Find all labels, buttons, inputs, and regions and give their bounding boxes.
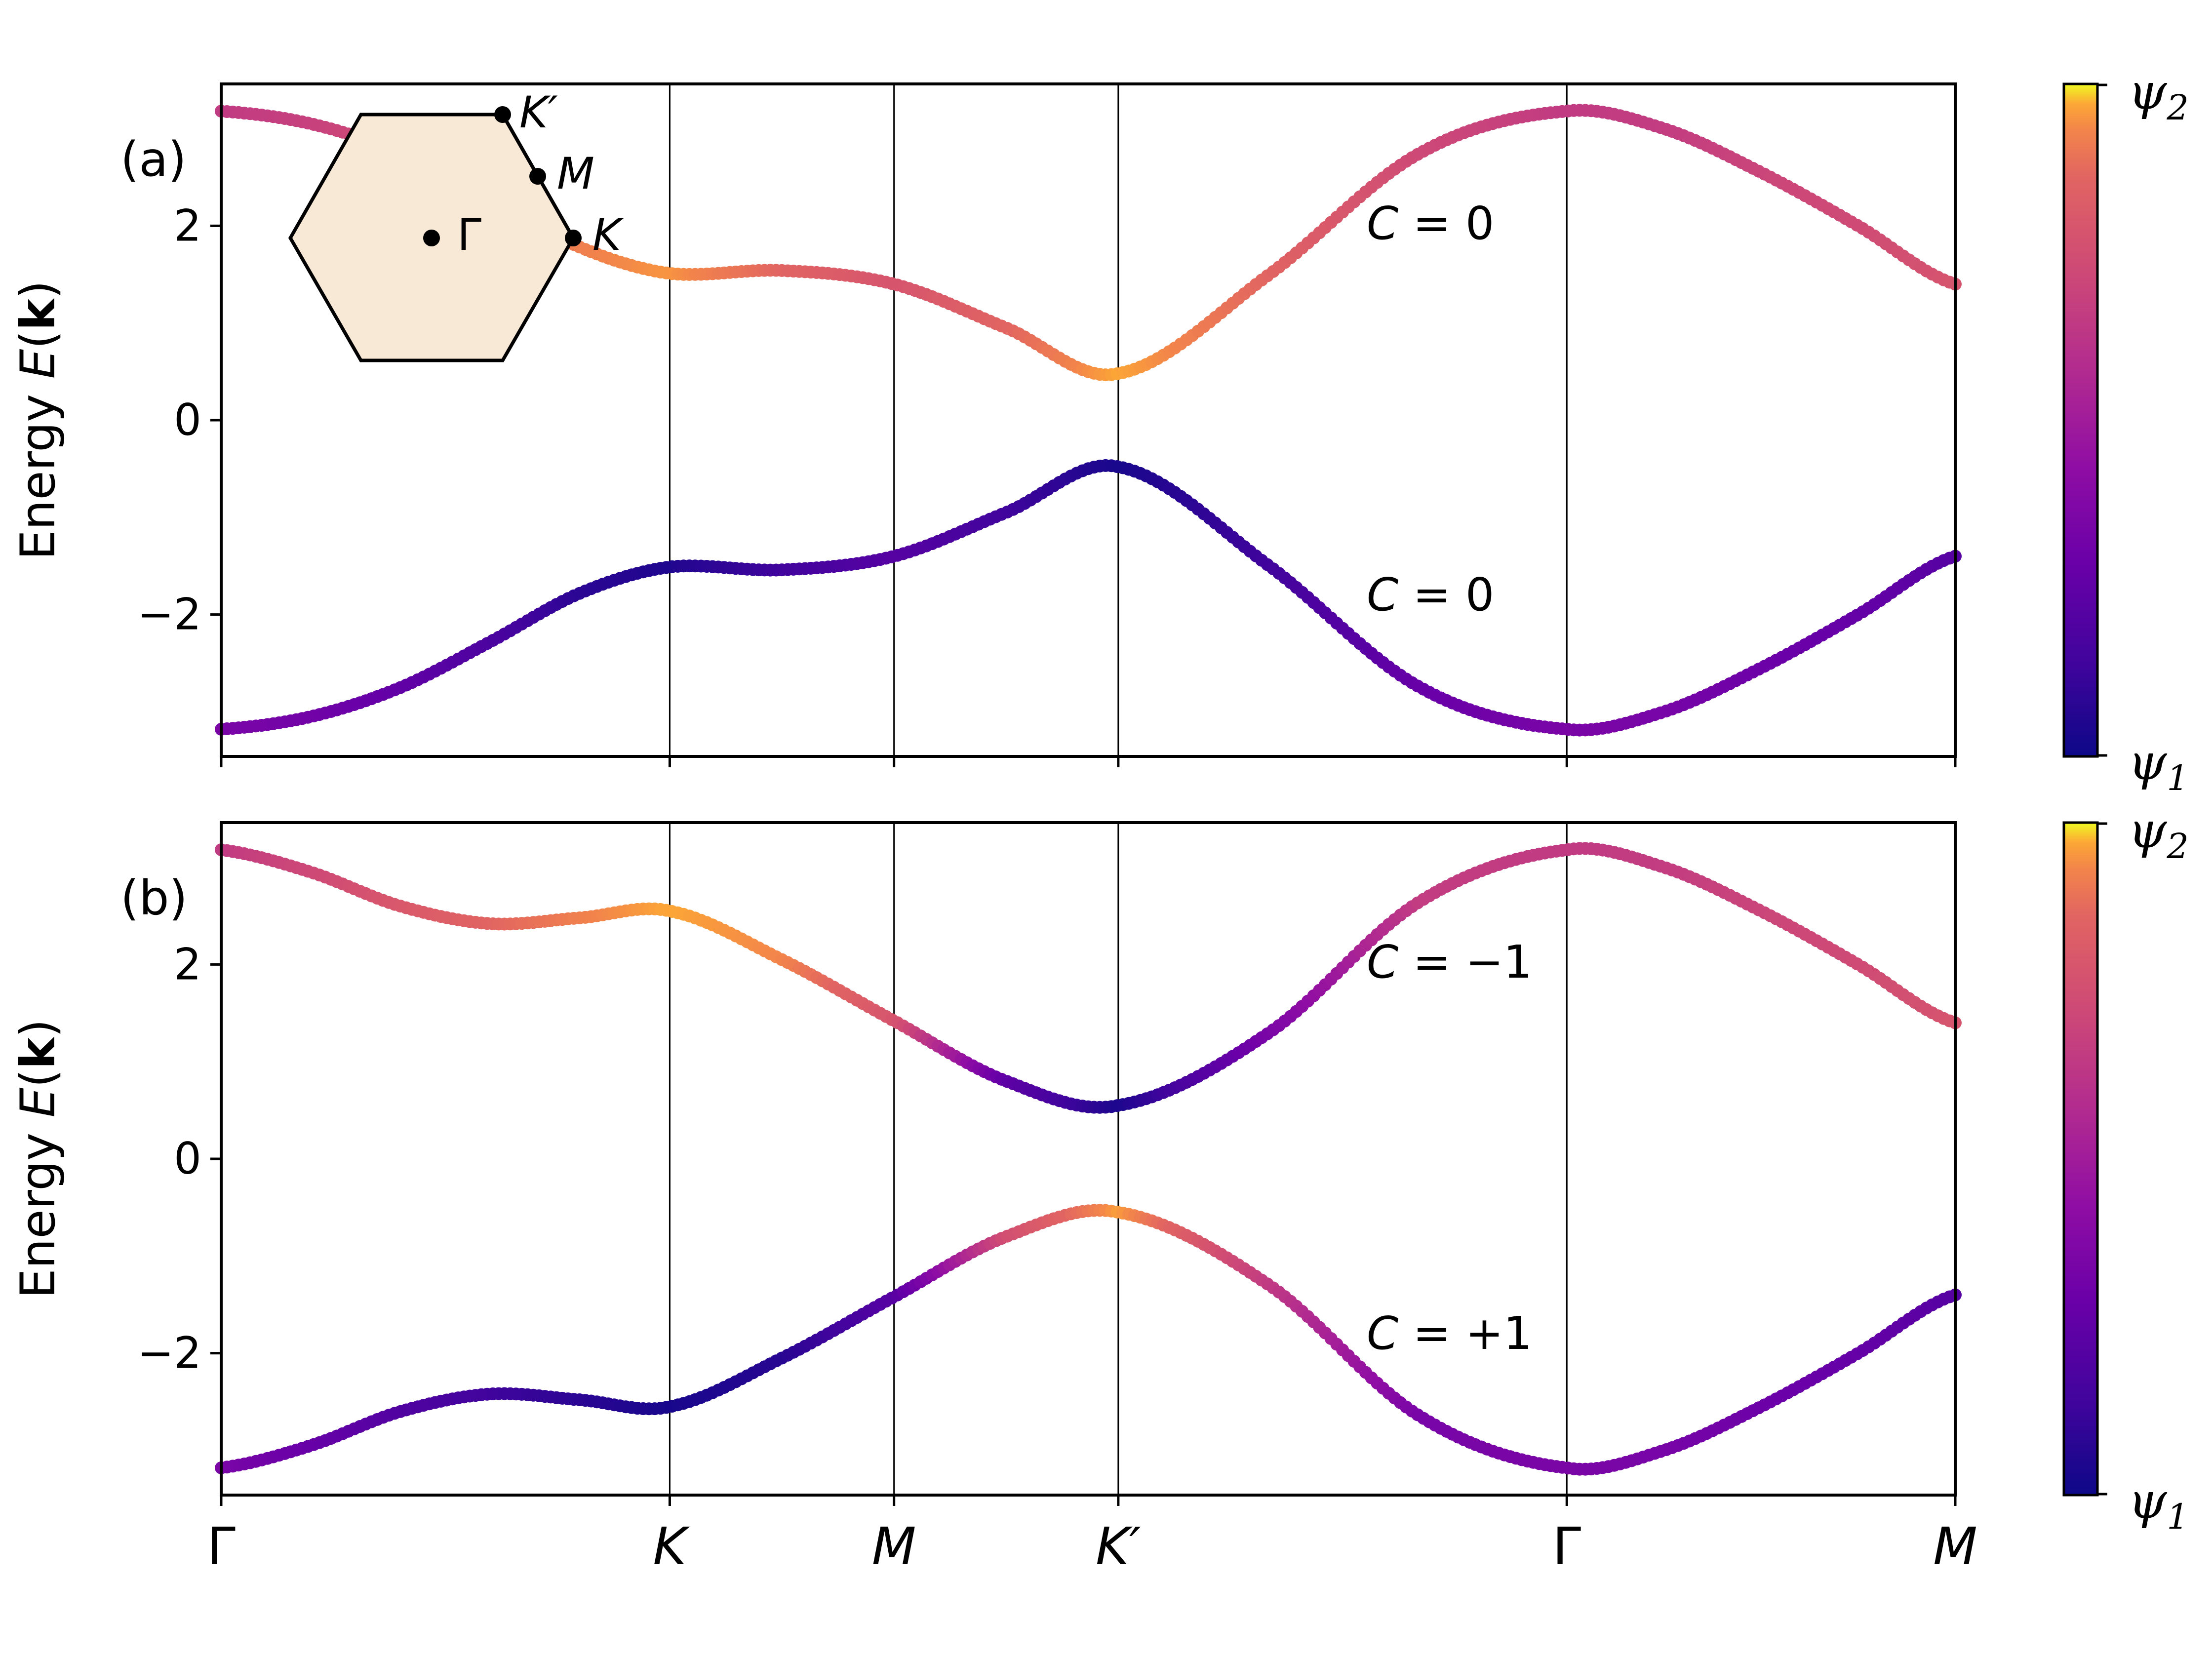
panel-b-chern-upper: C = −1 [1367,936,1532,988]
panel-b-xtick-label: M [872,1516,916,1577]
panel-b-x-ticks: Γ K M K′ Γ M [207,1495,1977,1577]
colorbar-a-gradient [2062,82,2099,758]
panel-b-chern-lower: C = +1 [1367,1307,1532,1360]
panel-a-y-ticks: −2 0 2 [137,200,1957,767]
panel-b-y-ticks: −2 0 2 [137,939,221,1379]
panel-b-ytick-label: 0 [174,1133,201,1184]
panel-b-ylabel-prefix: Energy [10,1117,66,1299]
panel-b-vertical-gridlines [669,823,1568,1495]
inset-point-kprime [494,106,511,123]
panel-a-ytick-label: 0 [174,395,201,445]
panel-b: −2 0 2 Γ K M K′ Γ M (b) C = −1 C = +1 Energy E(… [10,821,1977,1577]
colorbar-b: ψ2 ψ1 [2062,801,2189,1537]
inset-label-k: K [592,209,624,260]
panel-b-ytick-label: −2 [137,1328,201,1379]
inset-point-m [529,168,546,185]
colorbar-a-top-label: ψ2 [2128,63,2189,128]
svg-text:Energy E(k): Energy E(k) [10,1019,66,1299]
brillouin-zone-inset: K′ M K Γ [288,87,624,362]
panel-a-vertical-gridlines [669,84,1568,756]
panel-b-xtick-label: K [653,1516,690,1577]
inset-label-gamma: Γ [457,209,481,260]
panel-a-ylabel-prefix: Energy [10,379,66,560]
panel-b-xtick-label: Γ [1552,1516,1581,1577]
panel-a-chern-lower: C = 0 [1367,568,1494,621]
panel-a-data-points [215,104,1962,737]
panel-a-chern-upper: C = 0 [1367,197,1494,250]
colorbar-b-bottom-label: ψ1 [2128,1472,2189,1537]
panel-b-data-points [215,842,1962,1476]
inset-point-gamma [423,230,440,246]
inset-point-k [565,230,582,246]
panel-a-ytick-label: 2 [174,200,201,251]
panel-a-y-axis-label: Energy E(k) [10,280,66,560]
inset-label-kprime: K′ [519,87,558,138]
panel-b-xtick-label: Γ [207,1516,236,1577]
panel-a-label: (a) [120,132,187,187]
panel-b-y-axis-label: Energy E(k) [10,1019,66,1299]
colorbar-a-bottom-label: ψ1 [2128,733,2189,798]
panel-a-ytick-label: −2 [137,589,201,640]
svg-text:Energy E(k): Energy E(k) [10,280,66,560]
colorbar-b-gradient [2062,821,2099,1497]
panel-b-xtick-label: M [1933,1516,1977,1577]
panel-b-xtick-label: K′ [1096,1516,1141,1577]
colorbar-b-top-label: ψ2 [2128,801,2189,867]
panel-a: −2 0 2 (a) C = 0 C = 0 Energy E(k) [10,82,1962,767]
panel-b-ytick-label: 2 [174,939,201,989]
inset-label-m: M [557,148,594,199]
colorbar-a: ψ2 ψ1 [2062,63,2189,798]
panel-b-label: (b) [120,870,188,926]
